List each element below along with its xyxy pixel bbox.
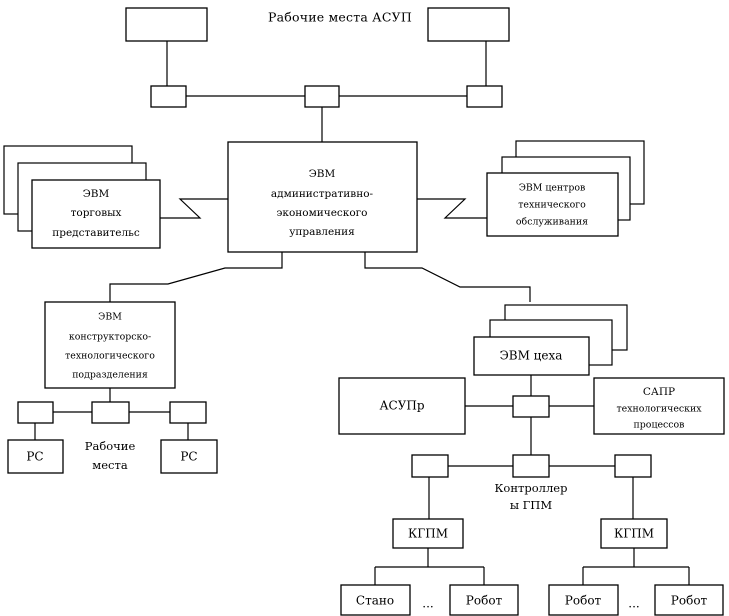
service-centers-line-2: технического bbox=[518, 200, 586, 211]
sapr-line-3: процессов bbox=[634, 420, 685, 431]
ellipsis-left: ... bbox=[422, 597, 433, 611]
design-computer-line-4: подразделения bbox=[72, 370, 148, 381]
robot-right-a-label: Робот bbox=[565, 594, 602, 608]
asupr-box[interactable] bbox=[338, 377, 466, 435]
pc-left-label: РС bbox=[26, 450, 43, 464]
central-computer-line-1: ЭВМ bbox=[309, 168, 336, 180]
service-centers-line-1: ЭВМ центров bbox=[519, 183, 586, 194]
pc-left-box[interactable] bbox=[7, 439, 64, 474]
top-left-terminal-box[interactable] bbox=[125, 7, 208, 42]
bus-node-left[interactable] bbox=[150, 85, 187, 108]
kgpm-right-box[interactable] bbox=[600, 518, 668, 549]
robot-right-a-box[interactable] bbox=[548, 584, 619, 616]
workstations-label-line-2: места bbox=[92, 458, 128, 472]
design-computer-line-1: ЭВМ bbox=[98, 312, 122, 323]
trade-computers-line-2: торговых bbox=[71, 207, 122, 219]
controller-node-right[interactable] bbox=[614, 454, 652, 478]
link-trade-to-central-zigzag bbox=[160, 198, 228, 219]
pc-right-label: РС bbox=[180, 450, 197, 464]
controller-node-left[interactable] bbox=[411, 454, 449, 478]
kgpm-left-label: КГПМ bbox=[408, 527, 448, 541]
workstation-node-left[interactable] bbox=[17, 401, 54, 424]
controller-node-center[interactable] bbox=[512, 454, 550, 478]
bus-node-right[interactable] bbox=[466, 85, 503, 108]
link-central-to-shop-zigzag bbox=[364, 252, 531, 302]
bus-node-center[interactable] bbox=[304, 85, 340, 108]
kgpm-left-box[interactable] bbox=[392, 518, 464, 549]
trade-computers-box[interactable] bbox=[31, 179, 161, 249]
robot-right-b-box[interactable] bbox=[654, 584, 724, 616]
central-computer-box[interactable] bbox=[227, 141, 418, 253]
ellipsis-right: ... bbox=[628, 597, 639, 611]
trade-computers-line-1: ЭВМ bbox=[83, 188, 110, 200]
top-right-terminal-box[interactable] bbox=[427, 7, 510, 42]
diagram-title: Рабочие места АСУП bbox=[268, 10, 412, 25]
workstation-node-right[interactable] bbox=[169, 401, 207, 424]
kgpm-right-label: КГПМ bbox=[614, 527, 654, 541]
workstations-label-line-1: Рабочие bbox=[85, 439, 136, 453]
robot-left-box[interactable] bbox=[449, 584, 519, 616]
controllers-label-line-1: Контроллер bbox=[495, 481, 568, 495]
trade-computers-line-3: представительс bbox=[52, 227, 140, 239]
design-computer-line-3: технологического bbox=[65, 351, 155, 362]
asupr-label: АСУПр bbox=[379, 399, 424, 413]
workstation-node-center[interactable] bbox=[91, 401, 130, 424]
central-computer-line-3: экономического bbox=[277, 207, 368, 219]
controllers-label-line-2: ы ГПМ bbox=[510, 498, 552, 512]
sapr-box[interactable] bbox=[593, 377, 725, 435]
machine-left-box[interactable] bbox=[340, 584, 411, 616]
robot-right-b-label: Робот bbox=[671, 594, 708, 608]
design-computer-box[interactable] bbox=[44, 301, 176, 389]
sapr-line-1: САПР bbox=[643, 386, 675, 398]
robot-left-label: Робот bbox=[466, 594, 503, 608]
link-central-to-design-zigzag bbox=[109, 252, 283, 302]
service-centers-line-3: обслуживания bbox=[516, 217, 588, 228]
shop-hub-node[interactable] bbox=[512, 395, 550, 418]
central-computer-line-4: управления bbox=[289, 226, 355, 238]
service-centers-box[interactable] bbox=[486, 172, 619, 237]
machine-left-label: Стано bbox=[356, 594, 394, 608]
design-computer-line-2: конструкторско- bbox=[69, 332, 151, 343]
central-computer-line-2: административно- bbox=[271, 188, 374, 200]
sapr-line-2: технологических bbox=[616, 404, 702, 415]
shop-computer-label: ЭВМ цеха bbox=[500, 349, 563, 363]
shop-computer-box[interactable] bbox=[473, 336, 590, 376]
link-central-to-service-zigzag bbox=[417, 198, 487, 219]
pc-right-box[interactable] bbox=[160, 439, 218, 474]
